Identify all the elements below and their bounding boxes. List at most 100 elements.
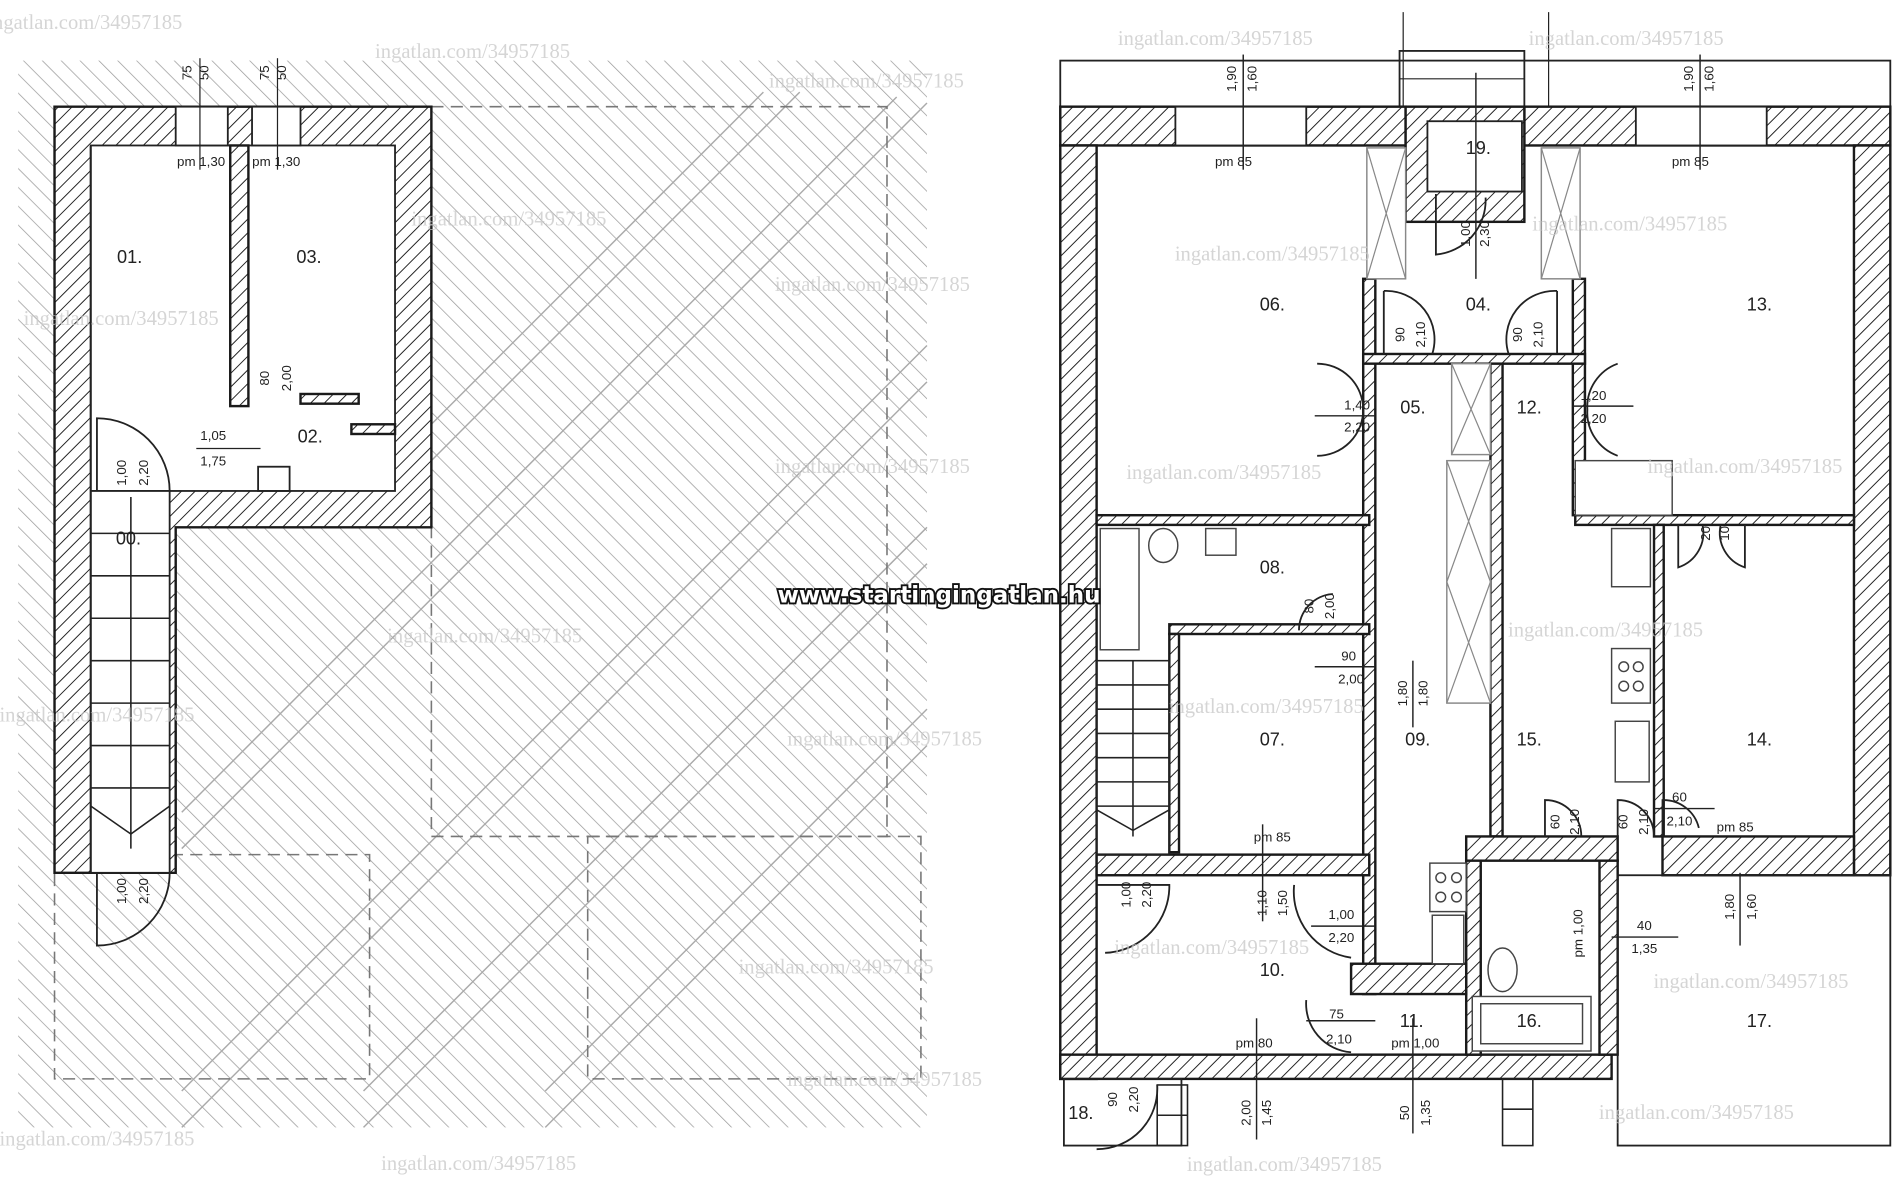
dimension-label: 75	[1329, 1006, 1344, 1021]
dimension-label: 90	[1105, 1092, 1120, 1107]
dimension-label: 1,80	[1722, 894, 1737, 920]
dimension-label: 90	[1341, 649, 1356, 664]
dimension-label: 1,40	[1344, 398, 1370, 413]
dimension-label: 2,20	[1344, 420, 1370, 435]
watermark-text: ingatlan.com/34957185	[787, 729, 982, 751]
fixtures	[1099, 459, 1673, 1052]
dimension-label: pm 85	[1215, 154, 1252, 169]
watermark-text: ingatlan.com/34957185	[1532, 213, 1727, 235]
dimension-label: 1,50	[1275, 890, 1290, 916]
basement-plan: 00. 01. 02. 03. 75 50 75 50 pm 1,30 pm 1…	[18, 58, 928, 1128]
dimension-label: 1,90	[1681, 66, 1696, 92]
dimension-label: pm 85	[1254, 829, 1291, 844]
watermark-text: ingatlan.com/34957185	[1187, 1154, 1382, 1176]
terrace-outline	[1616, 874, 1892, 1147]
listing-watermarks: ingatlan.com/34957185 ingatlan.com/34957…	[0, 12, 1848, 1176]
dimension-label: 80	[257, 371, 272, 386]
dimension-label: 90	[1392, 327, 1407, 342]
dimension-label: pm 1,00	[1391, 1035, 1439, 1050]
terrain-bands	[181, 91, 928, 1128]
watermark-text: ingatlan.com/34957185	[1114, 937, 1309, 959]
room-label-13: 13.	[1747, 294, 1772, 314]
interior-wall	[1361, 277, 1377, 996]
dimension-label: 1,60	[1245, 66, 1260, 92]
interior-wall	[1489, 362, 1504, 838]
dimension-label: 1,35	[1418, 1100, 1433, 1126]
dimension-label: 1,00	[114, 878, 129, 904]
door-swing	[96, 872, 171, 947]
interior-wall	[1574, 513, 1856, 527]
dimension-label: 50	[274, 65, 289, 80]
watermark-text: ingatlan.com/34957185	[1169, 696, 1364, 718]
dimension-label: 60	[1672, 789, 1687, 804]
dimension-label: 1,00	[1458, 221, 1473, 247]
interior-wall	[299, 392, 360, 405]
watermark-text: ingatlan.com/34957185	[1118, 28, 1313, 50]
interior-wall	[350, 423, 397, 436]
dimension-label: 1,60	[1701, 66, 1716, 92]
watermark-text: ingatlan.com/34957185	[0, 704, 194, 726]
dimension-label: 80	[1302, 599, 1317, 614]
dimension-label: 1,75	[200, 453, 226, 468]
dimension-label: 40	[1637, 918, 1652, 933]
room-label-00: 00.	[116, 528, 141, 548]
dimension-label: 1,60	[1744, 894, 1759, 920]
watermark-text: ingatlan.com/34957185	[1647, 456, 1842, 478]
room-label-03: 03.	[296, 247, 321, 267]
dimension-label: 75	[257, 65, 272, 80]
dimension-label: 90	[1510, 327, 1525, 342]
watermark-text: ingatlan.com/34957185	[381, 1153, 576, 1175]
dimension-label: pm 85	[1717, 820, 1754, 835]
watermark-text: ingatlan.com/34957185	[1529, 28, 1724, 50]
watermark-text: ingatlan.com/34957185	[1126, 462, 1321, 484]
dimension-label: 2,10	[1531, 322, 1546, 348]
room-label-15: 15.	[1517, 730, 1542, 750]
window	[174, 105, 229, 147]
exterior-wall	[1059, 1053, 1613, 1081]
dimension-label: 1,80	[1395, 680, 1410, 706]
dimension-label: 1,00	[1119, 882, 1134, 908]
basement-dimensions: 75 50 75 50 pm 1,30 pm 1,30 80 2,00 1,05…	[114, 58, 300, 904]
dimension-label: 2,20	[1580, 411, 1606, 426]
dimension-label: 1,00	[1328, 907, 1354, 922]
room-label-16: 16.	[1517, 1011, 1542, 1031]
watermark-text: ingatlan.com/34957185	[1175, 244, 1370, 266]
watermark-text: ingatlan.com/34957185	[411, 208, 606, 230]
ground-floor-dimensions: 1,90 1,60 pm 85 1,90 1,60 pm 85 1,00 2,3…	[1105, 66, 1759, 1126]
interior-wall	[229, 144, 250, 408]
exterior-wall	[1852, 144, 1892, 877]
dimension-label: 1,45	[1259, 1100, 1274, 1126]
window	[1634, 105, 1768, 147]
dimension-label: 2,10	[1636, 809, 1651, 835]
dimension-label: pm 80	[1236, 1035, 1273, 1050]
staircase	[1095, 659, 1534, 1147]
dimension-label: 60	[1615, 814, 1630, 829]
watermark-text: ingatlan.com/34957185	[0, 12, 182, 34]
interior-wall	[1095, 513, 1371, 527]
dimension-label: 2,00	[1338, 672, 1364, 687]
room-label-09: 09.	[1405, 730, 1430, 750]
interior-wall	[1361, 352, 1587, 365]
dimension-label: pm 85	[1672, 154, 1709, 169]
dimension-label: 2,30	[1477, 221, 1492, 247]
room-label-18: 18.	[1068, 1103, 1093, 1123]
watermark-text: ingatlan.com/34957185	[24, 308, 219, 330]
ventilation-shaft	[1366, 147, 1581, 704]
room-label-02: 02.	[298, 426, 323, 446]
door-swing	[96, 417, 171, 491]
site-watermark: www.startingingatlan.hu	[778, 582, 1101, 608]
room-label-07: 07.	[1260, 730, 1285, 750]
dimension-label: 50	[1397, 1105, 1412, 1120]
dimension-label: 2,00	[279, 365, 294, 391]
interior-wall	[1095, 853, 1371, 877]
dimension-label: 2,10	[1326, 1032, 1352, 1047]
door-swings	[1096, 193, 1746, 1151]
watermark-text: ingatlan.com/34957185	[775, 456, 970, 478]
watermark-text: ingatlan.com/34957185	[1599, 1102, 1794, 1124]
watermark-text: ingatlan.com/34957185	[769, 70, 964, 92]
interior-wall	[1652, 523, 1665, 838]
dimension-label: 50	[196, 65, 211, 80]
dimension-label: 2,10	[1567, 809, 1582, 835]
dimension-label: 2,20	[136, 878, 151, 904]
